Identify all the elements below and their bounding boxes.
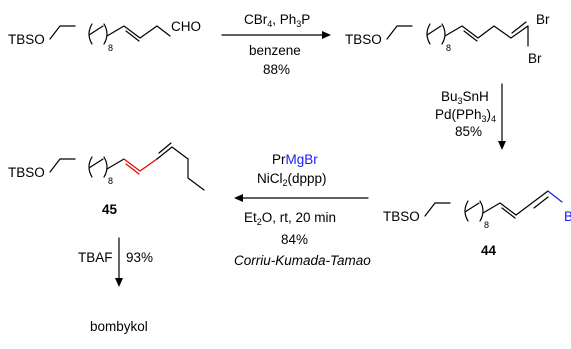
compound-45: TBSO 8 45 — [8, 142, 205, 217]
c45-chain-inner — [88, 158, 104, 169]
step1-yield: 88% — [263, 62, 290, 77]
c44-subscript: 8 — [484, 220, 489, 230]
c45-number-label: 45 — [102, 202, 118, 217]
dibromide-chain-inner — [426, 25, 442, 36]
product-bombykol: bombykol — [90, 319, 148, 334]
step3-yield: 84% — [281, 232, 308, 247]
dibromide-double-bond-1 — [463, 30, 478, 42]
dibromide-chain-bonds — [386, 25, 413, 40]
step2-yield: 85% — [455, 124, 482, 139]
start-cho-label: CHO — [171, 19, 201, 34]
c45-cis-double — [158, 142, 172, 154]
c45-tbso-label: TBSO — [8, 165, 45, 180]
compound-44: TBSO 8 Br 44 — [383, 190, 571, 258]
step4-arrow-group: TBAF 93% — [78, 237, 153, 287]
c44-chain-inner — [464, 202, 480, 213]
step2-arrow-group: Bu3SnH Pd(PPh3)4 85% — [435, 83, 506, 150]
c45-paren-right — [103, 156, 108, 178]
start-double-bond — [125, 30, 140, 42]
step2-reagent-1: Bu3SnH — [441, 89, 489, 106]
dibromide-intermediate: TBSO 8 Br Br — [345, 12, 550, 66]
dibromide-backbone — [444, 25, 529, 39]
dibromide-br-top: Br — [536, 12, 550, 27]
start-paren-right — [103, 23, 108, 45]
c44-paren-left — [464, 200, 469, 222]
step1-solvent: benzene — [249, 43, 301, 58]
c44-paren-right — [479, 200, 484, 222]
c44-tbso-label: TBSO — [383, 209, 420, 224]
c44-double-bond-1 — [501, 207, 516, 219]
start-chain-inner — [88, 25, 104, 36]
start-backbone — [106, 25, 158, 39]
step3-catalyst: NiCl2(dppp) — [257, 171, 327, 188]
c44-number-label: 44 — [481, 243, 497, 258]
c45-diene-red-double — [125, 163, 140, 175]
c44-br-label: Br — [564, 209, 571, 224]
c44-double-bond-2 — [533, 196, 549, 209]
step1-reagent: CBr4, Ph3P — [244, 12, 310, 29]
step1-arrowhead — [322, 31, 331, 39]
dibromide-subscript: 8 — [446, 43, 451, 53]
c45-subscript: 8 — [108, 176, 113, 186]
step1-arrow-group: CBr4, Ph3P benzene 88% — [221, 12, 331, 77]
c44-backbone — [482, 190, 549, 216]
start-cho-bond — [156, 25, 171, 37]
start-chain-bonds — [49, 25, 76, 40]
dibromide-br-bottom: Br — [528, 51, 542, 66]
step3-conditions: Et2O, rt, 20 min — [244, 210, 336, 227]
dibromide-paren-right — [441, 23, 446, 45]
step3-arrow-group: PrMgBr NiCl2(dppp) Et2O, rt, 20 min 84% … — [234, 152, 371, 268]
c45-link-bond — [106, 158, 125, 170]
step4-reagent: TBAF — [78, 250, 113, 265]
start-subscript: 8 — [108, 43, 113, 53]
start-tbso-label: TBSO — [8, 32, 45, 47]
c45-chain-bonds — [49, 158, 76, 173]
step4-arrowhead — [115, 278, 123, 287]
start-paren-left — [88, 23, 93, 45]
c45-cis-alkene — [156, 146, 189, 160]
dibromide-double-bond-2 — [511, 21, 527, 34]
c45-diene-red — [123, 158, 158, 172]
step3-reaction-name: Corriu-Kumada-Tamao — [234, 253, 371, 268]
c44-vinyl-br-bond — [547, 190, 563, 203]
step3-grignard: PrMgBr — [272, 152, 318, 167]
dibromide-paren-left — [426, 23, 431, 45]
c44-chain-bonds — [424, 202, 451, 217]
c45-propyl-tail — [187, 158, 205, 191]
step2-arrowhead — [498, 141, 506, 150]
dibromide-tbso-label: TBSO — [345, 32, 382, 47]
step4-yield: 93% — [126, 250, 153, 265]
c45-paren-left — [88, 156, 93, 178]
starting-aldehyde: TBSO 8 CHO — [8, 19, 201, 53]
step2-reagent-2: Pd(PPh3)4 — [435, 107, 496, 124]
step3-arrowhead — [234, 194, 243, 202]
